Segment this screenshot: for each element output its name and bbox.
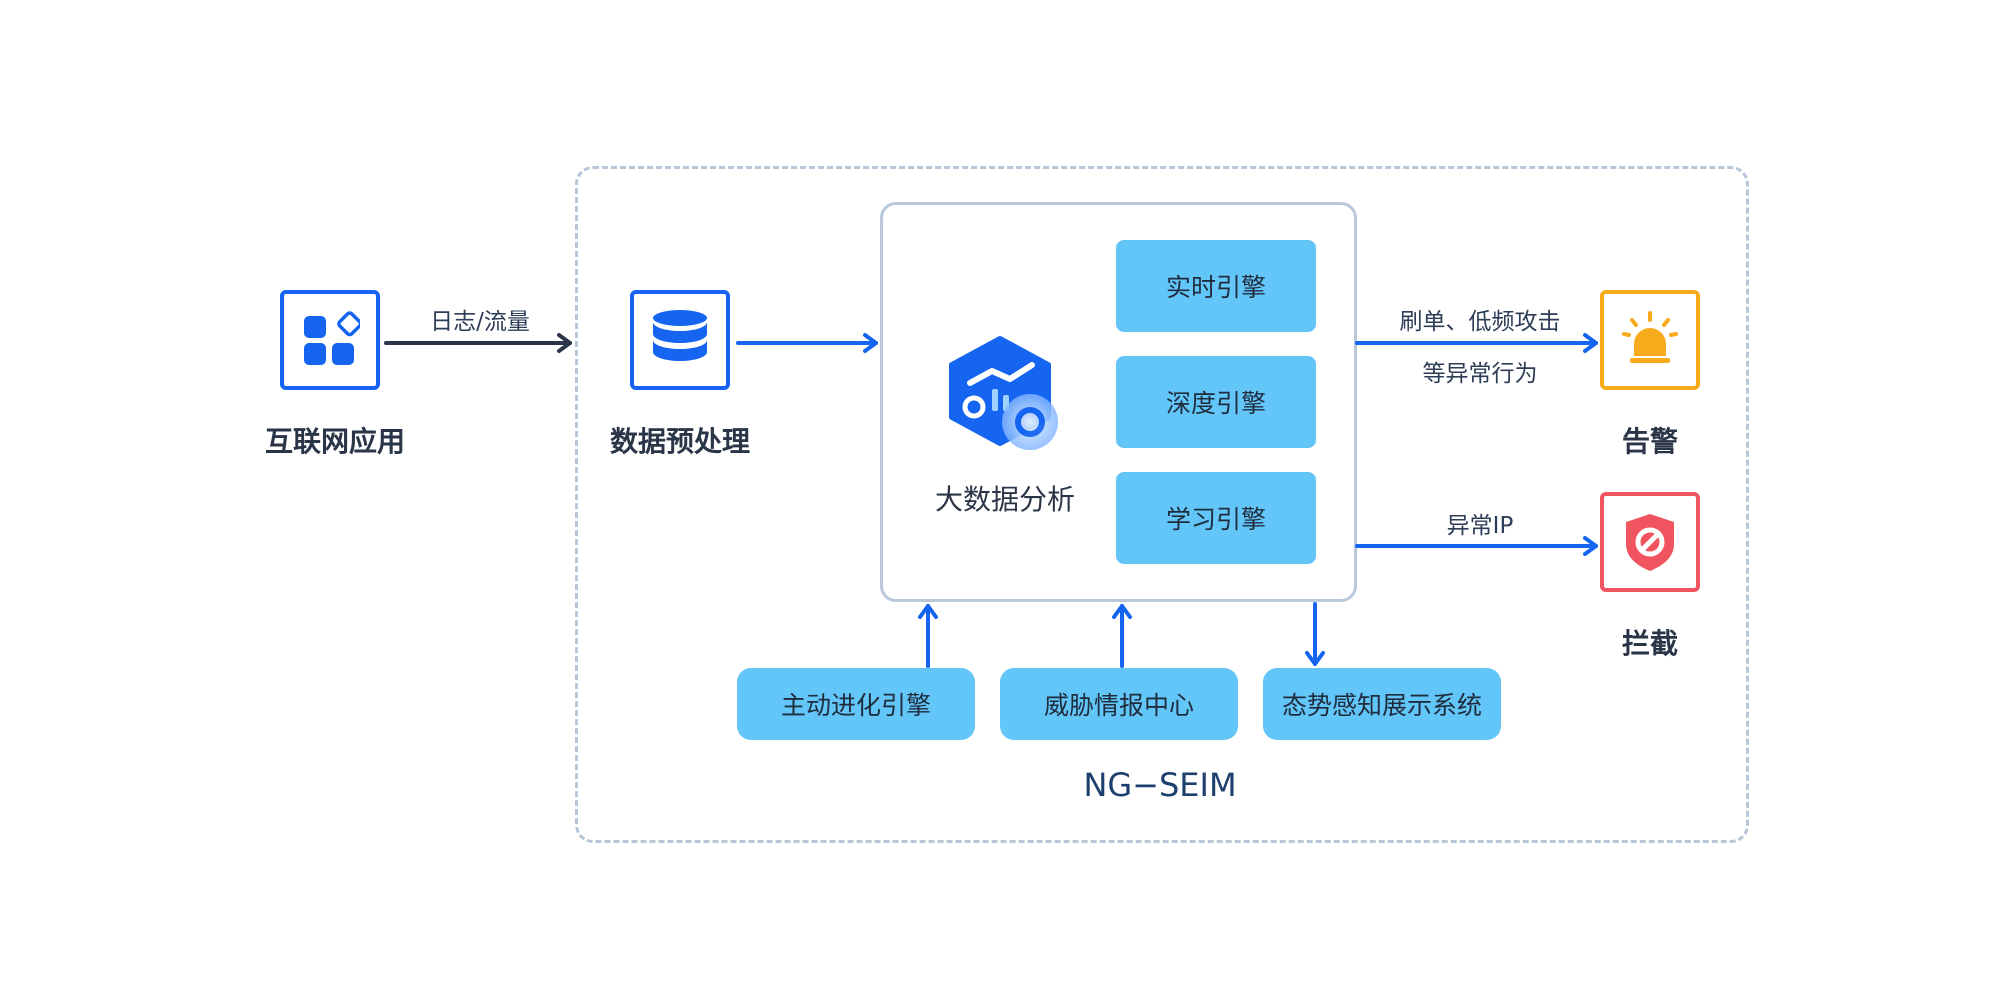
- edge-label-logs-traffic: 日志/流量: [430, 309, 530, 335]
- engine-realtime[interactable]: 实时引擎: [1116, 240, 1316, 332]
- database-icon: [653, 310, 707, 361]
- alert-node[interactable]: [1600, 290, 1700, 390]
- edge-label-alert-line2: 等异常行为: [1422, 361, 1538, 387]
- system-name: NG−SEIM: [1083, 766, 1237, 804]
- preprocess-node[interactable]: [630, 290, 730, 390]
- edge-label-alert-line1: 刷单、低频攻击: [1399, 309, 1561, 335]
- alert-label: 告警: [1621, 425, 1678, 458]
- engine-deep[interactable]: 深度引擎: [1116, 356, 1316, 448]
- edge-label-abnormal-ip: 异常IP: [1446, 513, 1514, 539]
- apps-grid-icon: [304, 311, 360, 365]
- shield-block-icon: [1626, 514, 1674, 571]
- ng-seim-frame: [575, 166, 1749, 843]
- module-situation-display[interactable]: 态势感知展示系统: [1263, 668, 1501, 740]
- block-label: 拦截: [1621, 627, 1678, 660]
- analytics-gear-icon: [949, 336, 1058, 450]
- internet-app-label: 互联网应用: [264, 425, 405, 458]
- preprocess-label: 数据预处理: [609, 425, 750, 458]
- alarm-siren-icon: [1622, 311, 1678, 363]
- bigdata-label: 大数据分析: [934, 483, 1075, 516]
- module-active-evolution[interactable]: 主动进化引擎: [737, 668, 975, 740]
- internet-app-node[interactable]: [280, 290, 380, 390]
- module-threat-intel[interactable]: 威胁情报中心: [1000, 668, 1238, 740]
- arrow-app-to-frame: [384, 333, 572, 353]
- block-node[interactable]: [1600, 492, 1700, 592]
- engine-learning[interactable]: 学习引擎: [1116, 472, 1316, 564]
